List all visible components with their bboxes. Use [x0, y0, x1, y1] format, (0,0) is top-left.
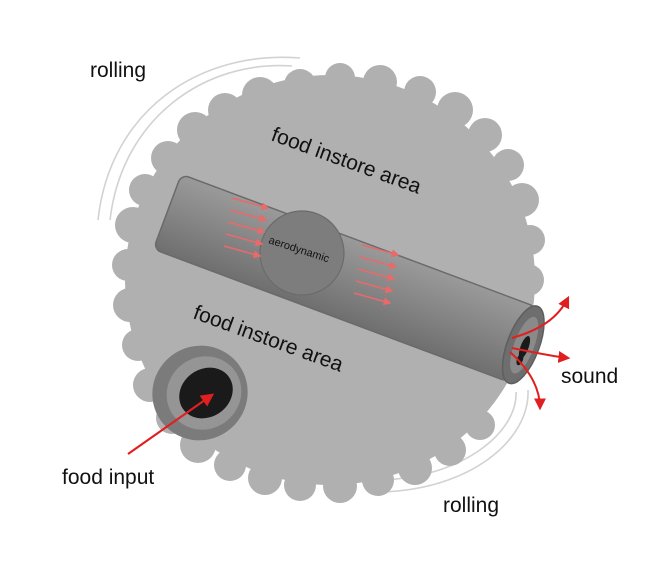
rolling-label-top: rolling [90, 59, 146, 82]
rolling-label-bottom: rolling [443, 494, 499, 517]
sound-label: sound [561, 365, 618, 388]
food-input-arrow [127, 393, 215, 455]
food-input-label: food input [62, 466, 154, 489]
airflow-arrows-right [353, 244, 400, 306]
food-input-opening [152, 345, 248, 441]
airflow-arrows-left [223, 197, 270, 259]
rolling-arcs-top [97, 56, 301, 221]
sound-arrows [509, 295, 571, 411]
